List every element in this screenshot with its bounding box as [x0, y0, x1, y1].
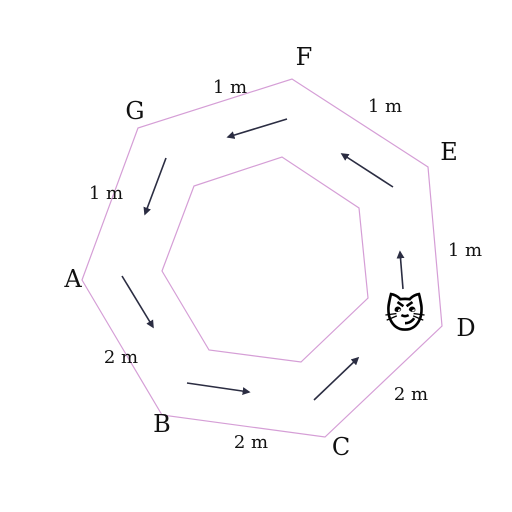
edge-label-e-f: 1 m [368, 96, 402, 117]
edge-label-f-g: 1 m [213, 77, 247, 98]
cat-face-icon: 😼 [384, 292, 426, 338]
vertex-labels: A B C D E F G [63, 43, 475, 461]
arrow-d-e [396, 250, 405, 290]
edge-label-d-e: 1 m [448, 240, 482, 261]
direction-arrows [121, 118, 405, 401]
edge-label-b-c: 2 m [234, 432, 268, 453]
vertex-label-g: G [125, 97, 144, 125]
edge-label-g-a: 1 m [89, 183, 123, 204]
arrow-b-c [186, 382, 251, 396]
arrow-c-d [313, 356, 360, 401]
arrow-f-g [226, 118, 288, 139]
edge-label-a-b: 2 m [104, 347, 138, 368]
vertex-label-a: A [63, 265, 82, 293]
vertex-label-d: D [456, 314, 475, 342]
edge-labels: 2 m 2 m 2 m 1 m 1 m 1 m 1 m [89, 77, 482, 453]
vertex-label-f: F [296, 43, 313, 71]
edge-label-c-d: 2 m [394, 384, 428, 405]
inner-track [161, 156, 369, 363]
arrow-e-f [340, 153, 394, 188]
vertex-label-e: E [440, 138, 458, 166]
arrow-g-a [143, 157, 167, 216]
vertex-label-b: B [153, 410, 171, 438]
vertex-label-c: C [332, 433, 350, 461]
arrow-a-b [121, 275, 154, 329]
outer-track [81, 78, 443, 438]
